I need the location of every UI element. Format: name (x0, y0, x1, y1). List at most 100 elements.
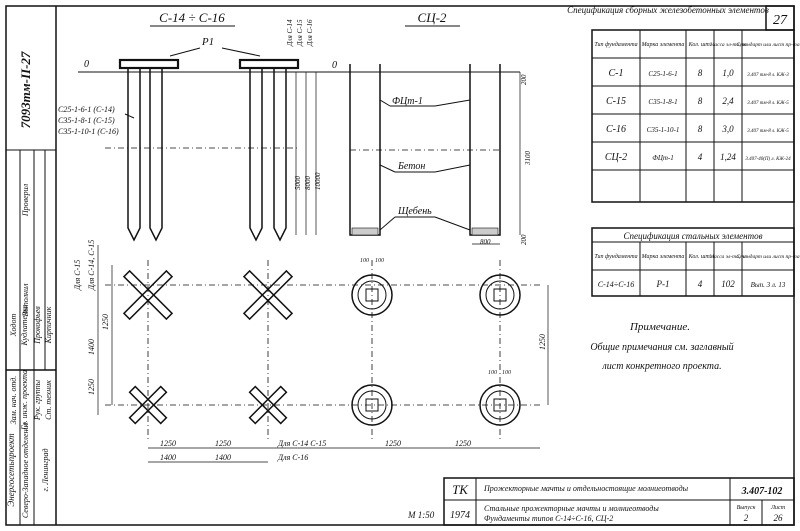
side-name-4: Кирпичник (44, 306, 53, 344)
stamp-sheet: 26 (774, 513, 784, 523)
zero-left: 0 (84, 59, 89, 70)
spec1-r3-std: 3.407-40(П) л. КЖ-24 (745, 157, 791, 162)
spec2-h5: Стандарт или лист пр-та (736, 253, 799, 260)
stamp-issue-label: Выпуск (737, 505, 756, 511)
stamp-code: 3.407-102 (741, 486, 783, 497)
dim-200-top: 200 (520, 74, 528, 85)
spec1-h4: Масса эл-та, т (709, 42, 746, 48)
spec2-title: Спецификация стальных элементов (623, 231, 762, 241)
dim-1250-h1: 1250 (160, 439, 176, 448)
fcp-label: ФЦт-1 (392, 96, 423, 107)
spec1-r2-std: 3.407 тм-8 л. КЖ-5 (747, 129, 789, 134)
spec2-h3: Кол. шт. (688, 254, 712, 260)
scale-label: М 1:50 (407, 510, 435, 520)
spec1-r0-mark: С25-1-6-1 (648, 70, 677, 78)
dim-8000: 8000 (304, 176, 312, 191)
stamp-sheet-label: Лист (770, 505, 786, 511)
dim-1400-v: 1400 (87, 339, 96, 355)
stamp-title-1: Прожекторные мачты и отдельностоящие мол… (483, 484, 689, 493)
side-role-1: Зам. нач. отд. (9, 376, 18, 425)
spec2-r0-qty: 4 (698, 279, 703, 289)
spec2-r0-mark: Р-1 (656, 279, 670, 289)
spec1-r0-mass: 1,0 (722, 68, 734, 78)
spec1-r3-qty: 4 (698, 152, 703, 162)
piles-label-2: С35-1-8-1 (С-15) (58, 116, 115, 125)
stamp-issue: 2 (744, 513, 749, 523)
p1-label: Р1 (201, 36, 214, 48)
stamp-year: 1974 (450, 510, 470, 521)
dim-100-c: 100 (488, 370, 497, 376)
dim-3100: 3100 (524, 151, 532, 167)
piles-label-1: С25-1-6-1 (С-14) (58, 105, 115, 114)
beton-label: Бетон (397, 161, 425, 172)
piles-label-3: С35-1-10-1 (С-16) (58, 127, 119, 136)
dim-1250-h4: 1250 (455, 439, 471, 448)
zero-right: 0 (332, 60, 337, 71)
dim-1400-h2: 1400 (215, 453, 231, 462)
dim-5000: 5000 (294, 176, 302, 191)
plan-left-title: Для С-15 (73, 260, 82, 291)
dim-800: 800 (480, 238, 491, 246)
dim-100-b: 100 (375, 258, 384, 264)
side-role-2: Гл. инж. проекта (20, 370, 29, 431)
side-org-2: Северо-Западное отделение (21, 421, 30, 518)
dim-1250-vr: 1250 (538, 334, 547, 350)
spec1-h3: Кол. шт. (688, 42, 712, 48)
side-role-3: Рук. группы (33, 379, 42, 421)
title-block: ТК 1974 Прожекторные мачты и отдельносто… (407, 477, 795, 526)
shcheben-label: Щебень (397, 206, 432, 217)
dim-100-d: 100 (502, 370, 511, 376)
side-org-1: Энергосетьпроект (6, 433, 16, 507)
plan-note-1: Для С-14 С-15 (277, 439, 326, 448)
spec1-r2-mark: С35-1-10-1 (647, 126, 680, 134)
plan-views: Для С-15 Для С-14, С-15 100 100 100 100 … (73, 240, 549, 463)
spec1-r0-std: 3.407 тм-8 л. КЖ-3 (747, 73, 789, 78)
spec-table-1: Спецификация сборных железобетонных элем… (567, 5, 800, 203)
dim-100-a: 100 (360, 258, 369, 264)
plan-note-2: Для С-16 (277, 453, 308, 462)
stamp-title-2: Стальные прожекторные мачты и молниеотво… (484, 504, 659, 513)
plan-left-title2: Для С-14, С-15 (87, 240, 96, 291)
general-note: Примечание. Общие примечания см. заглавн… (590, 321, 733, 372)
spec1-r2-qty: 8 (698, 124, 703, 134)
stamp-org: ТК (452, 482, 469, 497)
spec1-r2-mass: 3,0 (721, 124, 734, 134)
spec1-h5: Стандарт или лист пр-та (736, 41, 799, 48)
spec2-r0-type: С-14÷С-16 (598, 280, 634, 289)
spec1-r0-qty: 8 (698, 68, 703, 78)
dim-10000: 10000 (314, 172, 322, 190)
side-city: г. Ленинград (41, 448, 50, 491)
spec1-r3-mass: 1,24 (720, 152, 736, 162)
elev-right-title: СЦ-2 (418, 10, 447, 25)
spec1-r2-type: С-16 (606, 124, 626, 135)
spec2-h2: Марка элемента (641, 254, 685, 260)
spec1-r0-type: С-1 (609, 68, 624, 79)
dim-1250-v1: 1250 (101, 314, 110, 330)
dim-1400-h1: 1400 (160, 453, 176, 462)
side-name-1: Ходот (9, 314, 18, 338)
side-role-4: Ст. техник (44, 380, 53, 420)
note-title: Примечание. (629, 321, 690, 333)
elev-left-title: С-14 ÷ С-16 (159, 10, 225, 25)
spec1-h1: Тип фундамента (594, 41, 637, 48)
side-drew: Выполнил (21, 283, 30, 317)
note-line-2: лист конкретного проекта. (601, 361, 721, 372)
note-line-1: Общие примечания см. заглавный (590, 342, 733, 353)
len-note-3: Для С-16 (306, 19, 314, 47)
spec2-h4: Масса эл-та, кг (709, 254, 748, 260)
len-note-2: Для С-15 (296, 19, 304, 47)
side-name-3: Прокофьев (33, 306, 42, 345)
spec1-r3-type: СЦ-2 (605, 152, 627, 163)
spec2-h1: Тип фундамента (594, 253, 637, 260)
spec1-r1-type: С-15 (606, 96, 626, 107)
sheet-number: 27 (773, 13, 788, 28)
side-code: 7093тм-II-27 (18, 51, 33, 128)
spec2-r0-std: Вып. 3 л. 13 (751, 281, 786, 289)
dim-200-bot: 200 (520, 234, 528, 245)
dim-1250-h3: 1250 (385, 439, 401, 448)
stamp-title-3: Фундаменты типов С-14÷С-16, СЦ-2 (484, 514, 613, 523)
spec1-r3-mark: ФЦт-1 (652, 154, 674, 162)
spec1-h2: Марка элемента (641, 42, 685, 48)
dim-1250-h2: 1250 (215, 439, 231, 448)
